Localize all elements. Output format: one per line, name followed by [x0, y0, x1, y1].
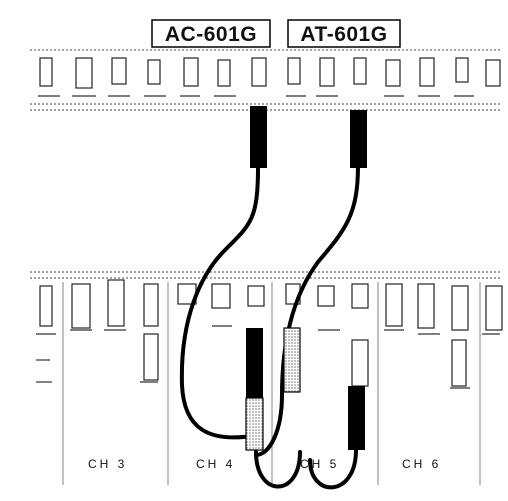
module-label-ac601g-text: AC-601G: [165, 23, 257, 46]
plug-ch5-stipple: [283, 327, 301, 393]
cable-ac601g: [179, 166, 260, 440]
channel-dividers: [62, 282, 481, 485]
channel-label-ch3: CH 3: [88, 457, 127, 471]
module-label-at601g-text: AT-601G: [300, 23, 387, 46]
upper-slots: [39, 57, 501, 89]
module-label-at601g: AT-601G: [287, 19, 401, 48]
lower-slots: [39, 279, 503, 387]
cable-at601g: [254, 164, 360, 457]
lower-connector-row: [30, 271, 503, 389]
plug-ch5-black: [348, 386, 365, 450]
cable-ch5-loop: [308, 448, 358, 490]
upper-connector-row: [30, 49, 501, 111]
plug-at601g: [350, 110, 367, 168]
cable-ch4-loop: [254, 450, 302, 489]
channel-label-ch6: CH 6: [402, 457, 441, 471]
channel-label-ch5: CH 5: [300, 457, 339, 471]
module-label-ac601g: AC-601G: [151, 19, 271, 48]
plug-ch4-input: [245, 328, 264, 451]
channel-label-ch4: CH 4: [196, 457, 235, 471]
plug-ac601g: [250, 106, 267, 168]
